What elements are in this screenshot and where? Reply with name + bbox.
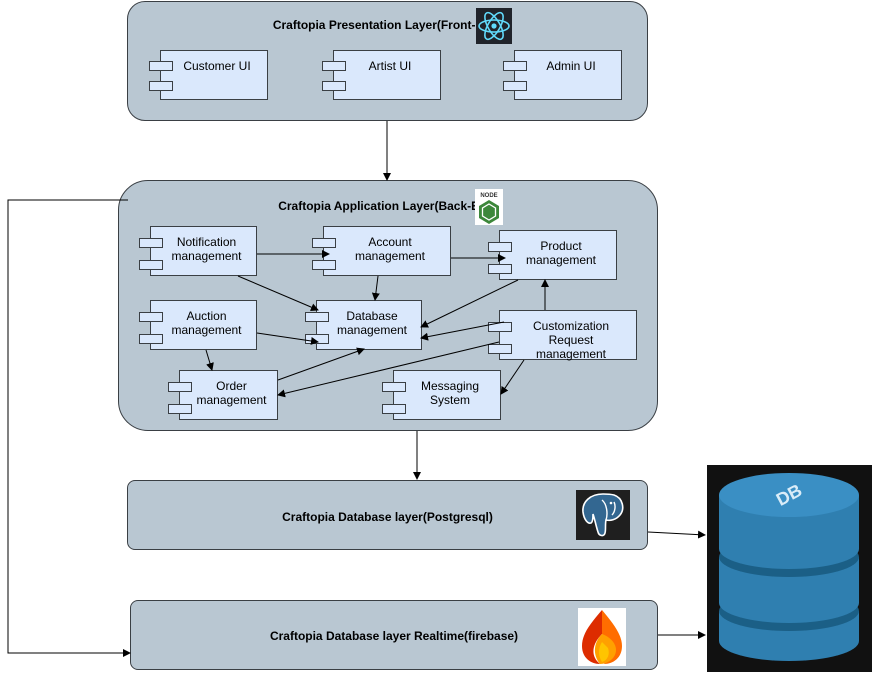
account-management-label: Account management bbox=[354, 235, 426, 263]
database-layer-title: Craftopia Database layer(Postgresql) bbox=[282, 510, 493, 524]
presentation-layer-title: Craftopia Presentation Layer(Front-End) bbox=[272, 18, 503, 32]
database-management-component: Database management bbox=[305, 300, 422, 350]
customer-ui-component: Customer UI bbox=[149, 50, 268, 100]
postgres-to-db-arrow bbox=[647, 530, 706, 539]
database-cylinder-icon: DB bbox=[707, 465, 872, 672]
database-layer: Craftopia Database layer(Postgresql) bbox=[127, 480, 648, 550]
auction-management-component: Auction management bbox=[139, 300, 257, 350]
database-management-label: Database management bbox=[336, 309, 408, 337]
postgresql-elephant-icon bbox=[576, 490, 630, 540]
backend-to-realtime-arrow bbox=[7, 199, 131, 657]
customization-request-management-label: Customization Request management bbox=[532, 319, 610, 361]
account-management-component: Account management bbox=[312, 226, 451, 276]
product-management-label: Product management bbox=[525, 239, 597, 267]
notification-management-label: Notification management bbox=[171, 235, 242, 263]
nodejs-icon: NODE bbox=[475, 189, 503, 225]
admin-ui-label: Admin UI bbox=[546, 59, 596, 73]
customer-ui-label: Customer UI bbox=[183, 59, 251, 73]
firebase-flame-icon bbox=[578, 608, 626, 666]
order-management-component: Order management bbox=[168, 370, 278, 420]
notification-management-component: Notification management bbox=[139, 226, 257, 276]
product-management-component: Product management bbox=[488, 230, 617, 280]
application-layer-title: Craftopia Application Layer(Back-End) bbox=[278, 199, 498, 213]
realtime-database-layer-title: Craftopia Database layer Realtime(fireba… bbox=[269, 629, 519, 643]
admin-ui-component: Admin UI bbox=[503, 50, 622, 100]
realtime-database-layer: Craftopia Database layer Realtime(fireba… bbox=[130, 600, 658, 670]
artist-ui-label: Artist UI bbox=[368, 59, 412, 73]
messaging-system-label: Messaging System bbox=[420, 379, 480, 407]
order-management-label: Order management bbox=[196, 379, 267, 407]
react-icon bbox=[476, 8, 512, 44]
customization-request-management-component: Customization Request management bbox=[488, 310, 637, 361]
auction-management-label: Auction management bbox=[171, 309, 242, 337]
messaging-system-component: Messaging System bbox=[382, 370, 501, 420]
nodejs-logo-text: NODE bbox=[480, 193, 497, 199]
artist-ui-component: Artist UI bbox=[322, 50, 441, 100]
